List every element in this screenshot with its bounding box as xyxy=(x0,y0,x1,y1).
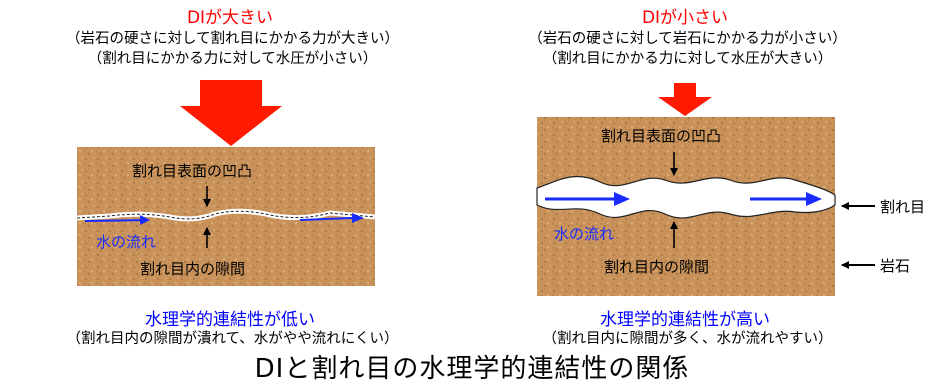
left-result-note: （割れ目内の隙間が潰れて、水がやや流れにくい） xyxy=(66,331,399,347)
pressure-arrow-small-icon xyxy=(658,83,712,116)
right-fracture xyxy=(536,175,836,219)
right-result: 水理学的連結性が高い xyxy=(600,310,770,330)
right-surface-label: 割れ目表面の凹凸 xyxy=(601,127,722,145)
right-note-1: （岩石の硬さに対して岩石にかかる力が小さい） xyxy=(528,31,847,47)
left-flow-arrow-icon xyxy=(84,219,149,222)
left-surface-label: 割れ目表面の凹凸 xyxy=(132,162,253,180)
figure-caption: DIと割れ目の水理学的連結性の関係 xyxy=(254,354,690,384)
right-note-2: （割れ目にかかる力に対して水圧が大きい） xyxy=(542,51,833,67)
left-note-2: （割れ目にかかる力に対して水圧が小さい） xyxy=(87,51,378,67)
left-result: 水理学的連結性が低い xyxy=(145,310,315,330)
right-heading: DIが小さい xyxy=(641,8,729,28)
fracture-label: 割れ目 xyxy=(880,198,926,216)
right-result-note: （割れ目内に隙間が多く、水が流れやすい） xyxy=(542,331,833,347)
left-gap-label: 割れ目内の隙間 xyxy=(140,260,246,278)
right-flow-label: 水の流れ xyxy=(554,225,615,243)
rock-label: 岩石 xyxy=(880,257,911,275)
left-flow-label: 水の流れ xyxy=(96,233,157,251)
left-heading: DIが大きい xyxy=(186,8,274,28)
left-note-1: （岩石の硬さに対して割れ目にかかる力が大きい） xyxy=(65,31,400,47)
pressure-arrow-large-icon xyxy=(180,80,282,146)
right-gap-label: 割れ目内の隙間 xyxy=(604,258,710,276)
